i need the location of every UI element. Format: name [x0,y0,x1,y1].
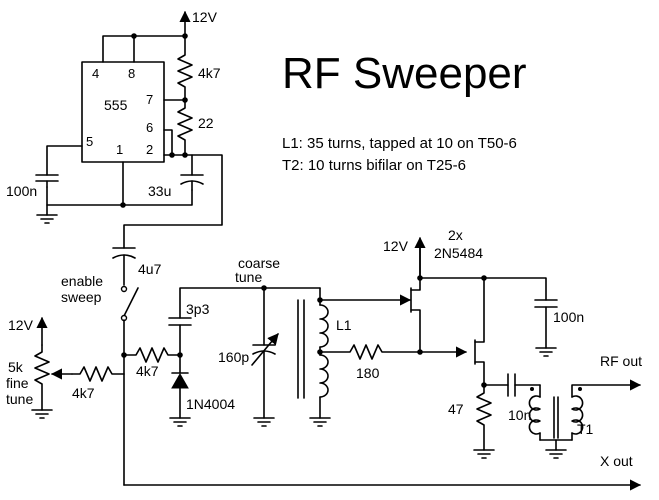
cap-100n-left-label: 100n [6,183,37,199]
cap-4u7: 4u7 [112,247,162,286]
output-stage: 47 10n T1 RF out [448,353,642,459]
inductor-l1: L1 [297,287,352,427]
resistor-180-label: 180 [356,365,380,381]
ic-wiring [36,35,223,249]
x-out-line: X out [123,453,642,491]
resistor-4k7-mid-label: 4k7 [136,363,159,379]
cap-4u7-label: 4u7 [138,261,162,277]
ic-pin-4: 4 [92,66,99,81]
resistor-47-label: 47 [448,401,464,417]
diagram-title: RF Sweeper [282,49,527,98]
fet-count-label: 2x [448,227,463,243]
ic-pin-6: 6 [146,120,153,135]
supply-12v-fet: 12V 2x 2N5484 [383,227,483,279]
pot-label-fine: fine [6,375,29,391]
rf-out-label: RF out [600,353,642,369]
cap-33u-label: 33u [148,183,171,199]
resistor-4k7-left: 4k7 [71,366,125,401]
coarse-label: coarse [238,255,280,271]
switch-label-sweep: sweep [61,289,102,305]
coarse-tune-label: tune [235,269,262,285]
resistor-4k7-top-label: 4k7 [198,65,221,81]
fet-part-label: 2N5484 [434,245,483,261]
x-out-label: X out [600,453,633,469]
ic-label: 555 [104,97,128,113]
supply-pot-label: 12V [8,317,34,333]
ic-pin-8: 8 [128,66,135,81]
inductor-label: L1 [336,317,352,333]
switch-enable-sweep: enable sweep [61,273,139,486]
ic-555: 555 4 8 7 6 5 1 2 [81,61,165,163]
cap-3p3-and-diode: 3p3 1N4004 [168,287,265,427]
cap-10n-label: 10n [508,407,531,423]
pot-fine-tune: 12V 5k fine tune [6,316,73,419]
varcap-label: 160p [218,349,249,365]
note-t2: T2: 10 turns bifilar on T25-6 [282,157,466,174]
supply-12v-top: 12V [179,9,218,37]
cap-100n-right-label: 100n [553,309,584,325]
supply-fet-label: 12V [383,238,409,254]
pot-label-5k: 5k [8,359,24,375]
resistor-4k7-mid: 4k7 [123,347,181,379]
cap-33u: 33u [148,174,204,199]
note-l1: L1: 35 turns, tapped at 10 on T50-6 [282,135,517,152]
ic-pin-2: 2 [146,142,153,157]
resistor-180: 180 [319,344,421,381]
ic-pin-5: 5 [86,134,93,149]
cap-100n-left: 100n [6,174,59,199]
switch-label-enable: enable [61,273,103,289]
varcap-160p: coarse tune 160p [218,255,321,427]
supply-top-label: 12V [192,9,218,25]
resistor-22-label: 22 [198,115,214,131]
ic-pin-7: 7 [146,92,153,107]
cap-100n-right: 100n [483,277,584,357]
ic-pin-1: 1 [116,142,123,157]
resistor-4k7-left-label: 4k7 [72,385,95,401]
junction-dots [120,33,487,388]
pot-label-tune: tune [6,391,33,407]
cap-3p3-label: 3p3 [186,301,210,317]
fet-upper [319,244,485,353]
fet-lower [419,277,485,386]
transformer-label: T1 [577,421,594,437]
diode-label: 1N4004 [186,396,235,412]
